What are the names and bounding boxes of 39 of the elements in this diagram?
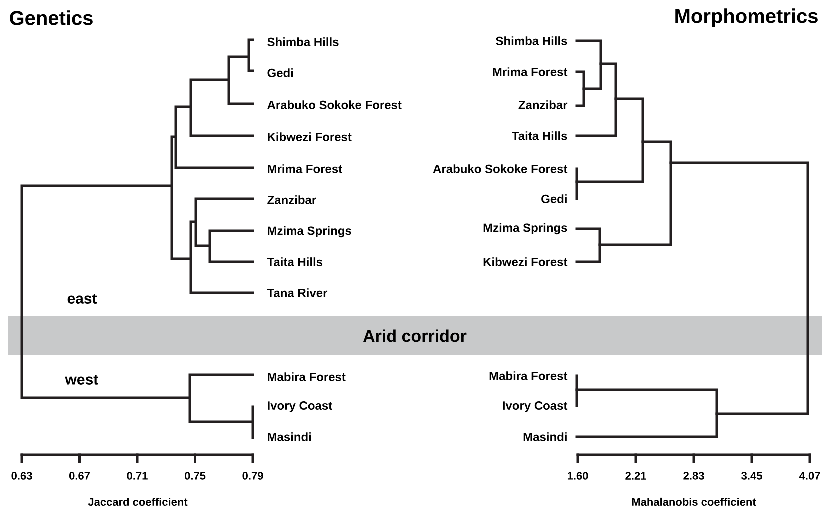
leaf-label: Ivory Coast [503, 402, 568, 412]
tick-label: 0.71 [127, 472, 148, 480]
leaf-label: Shimba Hills [496, 36, 568, 46]
axis-title: Mahalanobis coefficient [632, 498, 756, 506]
leaf-label: Mzima Springs [268, 226, 352, 238]
title: Morphometrics [676, 8, 818, 28]
leaf-label: Mrima Forest [493, 68, 568, 76]
leaf-label: Masindi [268, 432, 312, 442]
corridor-band: Arid corridor [8, 316, 822, 356]
leaf-label: Kibwezi Forest [268, 132, 352, 142]
tick-label: 1.60 [568, 472, 588, 480]
group-label: west [65, 375, 98, 385]
leaf-label: Zanzibar [518, 100, 568, 110]
leaf-label: Gedi [268, 68, 294, 78]
tick-label: 0.63 [12, 472, 32, 480]
leaf-label: Shimba Hills [268, 38, 339, 46]
title: Genetics [10, 10, 93, 26]
tick-label: 0.67 [70, 472, 90, 480]
leaf-label: Zanzibar [268, 196, 316, 204]
tick-label: 4.07 [799, 472, 820, 480]
leaf-label: Taita Hills [512, 132, 568, 140]
leaf-label: Mabira Forest [490, 372, 568, 380]
leaf-label: Mrima Forest [268, 164, 342, 174]
leaf-label: Ivory Coast [268, 402, 332, 412]
leaf-label: Arabuko Sokoke Forest [268, 100, 402, 110]
axis-title: Jaccard coefficient [88, 498, 188, 506]
leaf-label: Taita Hills [267, 258, 323, 266]
leaf-label: Mzima Springs [484, 223, 568, 235]
tick-label: 2.21 [626, 472, 646, 480]
leaf-label: Masindi [524, 432, 567, 442]
tick-label: 2.83 [684, 472, 704, 480]
tick-label: 3.45 [742, 472, 762, 480]
leaf-label: Gedi [542, 194, 567, 204]
leaf-label: Arabuko Sokoke Forest [433, 164, 568, 174]
leaf-label: Mabira Forest [268, 372, 346, 382]
leaf-label: Tana River [267, 288, 328, 298]
tick-label: 0.75 [185, 472, 206, 480]
tick-label: 0.79 [242, 472, 264, 480]
leaf-label: Kibwezi Forest [484, 258, 568, 266]
